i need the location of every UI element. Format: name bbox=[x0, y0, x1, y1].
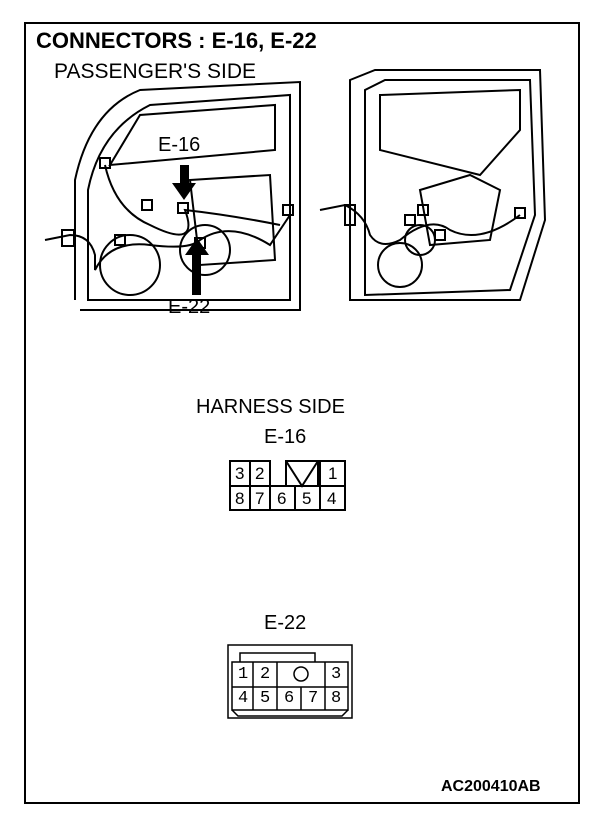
e22-connector bbox=[227, 644, 353, 719]
e16-pin: 1 bbox=[328, 464, 338, 483]
e22-pin: 6 bbox=[284, 689, 295, 708]
e16-pin: 7 bbox=[255, 489, 265, 508]
e16-pin: 3 bbox=[235, 464, 245, 483]
e22-pin: 8 bbox=[331, 689, 342, 708]
e22-pin: 5 bbox=[260, 689, 271, 708]
e22-pin: 1 bbox=[238, 665, 249, 684]
e16-connector bbox=[229, 460, 346, 511]
e22-pin: 3 bbox=[331, 665, 342, 684]
e16-pin: 6 bbox=[277, 489, 287, 508]
harness-side-label: HARNESS SIDE bbox=[196, 396, 345, 418]
rear-door-drawing bbox=[319, 69, 547, 301]
e16-pin: 2 bbox=[255, 464, 265, 483]
e22-callout: E-22 bbox=[168, 296, 211, 318]
frame bbox=[24, 22, 580, 804]
figure-code: AC200410AB bbox=[441, 778, 541, 795]
front-door-drawing bbox=[44, 80, 301, 311]
e16-label: E-16 bbox=[264, 426, 307, 448]
e22-pin: 7 bbox=[308, 689, 319, 708]
e22-arrow bbox=[185, 238, 209, 295]
e16-callout: E-16 bbox=[158, 134, 201, 156]
e22-pin: 2 bbox=[260, 665, 271, 684]
subtitle: PASSENGER'S SIDE bbox=[54, 60, 257, 83]
e16-pin: 5 bbox=[302, 489, 312, 508]
e16-pin: 4 bbox=[327, 489, 337, 508]
title: CONNECTORS : E-16, E-22 bbox=[36, 28, 317, 53]
e22-label: E-22 bbox=[264, 612, 307, 634]
e22-pin: 4 bbox=[238, 689, 249, 708]
e16-arrow bbox=[172, 165, 196, 200]
e16-pin: 8 bbox=[235, 489, 245, 508]
